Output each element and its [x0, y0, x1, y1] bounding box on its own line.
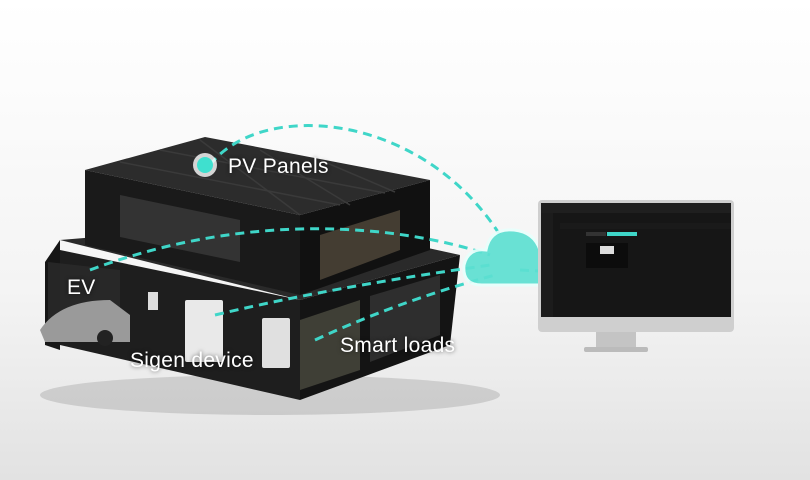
monitor-screen: [541, 203, 731, 317]
ev-label: EV: [67, 276, 96, 299]
sigen-device-unit: [185, 300, 223, 362]
monitor: [538, 200, 734, 352]
ev-charger: [148, 292, 158, 310]
pv-marker-dot: [197, 157, 213, 173]
smart-loads-label: Smart loads: [340, 334, 456, 357]
sigen-device-label: Sigen device: [130, 349, 254, 372]
house: [40, 137, 460, 400]
ground-shadow: [40, 375, 500, 415]
pv-panels-label: PV Panels: [228, 155, 329, 178]
